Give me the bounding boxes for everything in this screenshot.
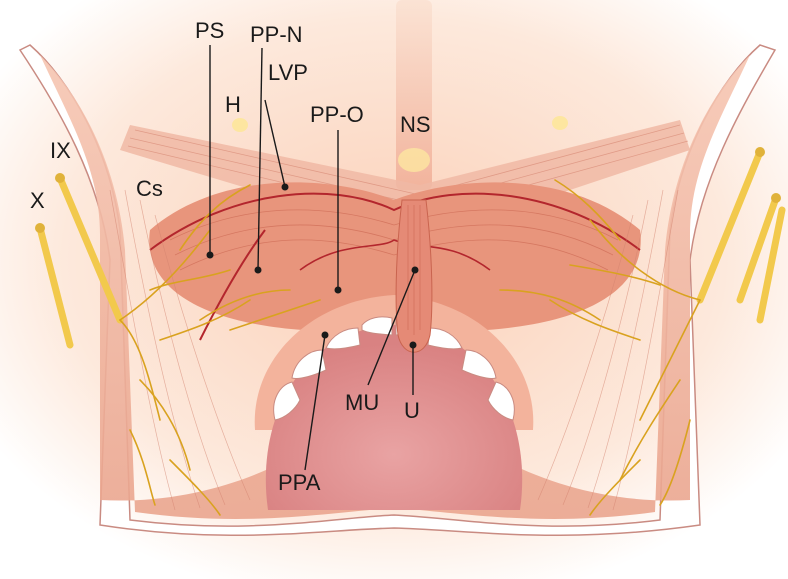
constrictor-fibers <box>109 189 679 511</box>
label-ppa: PPA <box>278 470 321 495</box>
label-h: H <box>225 92 241 117</box>
nasal-septum-highlight <box>398 148 430 172</box>
nerve-plexus-left <box>119 184 321 516</box>
label-ix: IX <box>50 138 71 163</box>
label-lvp: LVP <box>268 60 308 85</box>
label-cs: Cs <box>136 176 163 201</box>
label-u: U <box>404 398 420 423</box>
oral-cavity <box>265 325 523 510</box>
label-pp-n: PP-N <box>250 22 303 47</box>
artery-center <box>299 239 491 271</box>
nerve-plexus-right <box>499 179 701 516</box>
nerves-right <box>696 147 786 324</box>
label-ps: PS <box>195 18 224 43</box>
label-x: X <box>30 188 45 213</box>
pharyngeal-wall-outline <box>18 44 777 537</box>
nerves-left <box>35 173 124 349</box>
soft-palate-muscle <box>149 182 641 332</box>
label-pp-o: PP-O <box>310 102 364 127</box>
h-marker-right <box>552 116 568 130</box>
leader-lines <box>206 45 419 471</box>
h-marker-left <box>232 118 248 132</box>
nasal-septum-tube <box>396 0 432 190</box>
pharyngeal-wall <box>40 55 750 519</box>
label-ns: NS <box>400 112 431 137</box>
artery-upper <box>149 192 641 251</box>
label-mu: MU <box>345 390 379 415</box>
